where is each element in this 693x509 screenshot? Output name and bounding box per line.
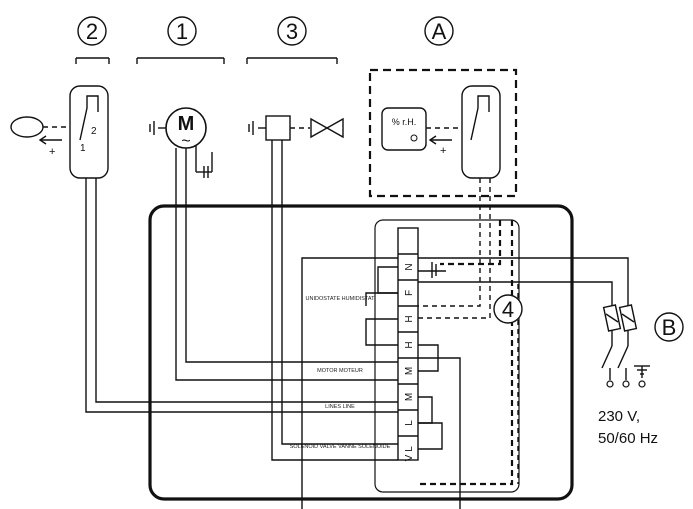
terminal-V: V [404, 454, 415, 461]
terminal-N: N [404, 263, 415, 270]
callout-2: 2 [75, 16, 110, 64]
callout-1-label: 1 [176, 19, 188, 44]
terminal-jumpers-left [365, 266, 398, 346]
fuse-icon [602, 304, 638, 332]
callout-2-label: 2 [86, 19, 98, 44]
thermostat-sensor-icon: + [10, 116, 78, 158]
supply-voltage: 230 V, [598, 408, 640, 425]
switch-terminal-1: 1 [80, 143, 86, 154]
switch-terminal-2: 2 [91, 126, 97, 137]
unit-enclosure [148, 204, 574, 501]
wires-humidistat [418, 178, 502, 319]
wires-thermostat [85, 178, 398, 413]
terminal-M-2: M [404, 393, 415, 401]
callout-3-label: 3 [286, 19, 298, 44]
callout-4: 4 [493, 294, 523, 324]
motor-ac-symbol: ~ [181, 133, 190, 150]
callout-1: 1 [136, 16, 225, 64]
callout-A-label: A [432, 19, 447, 44]
humidistat-accessory: % r.H. + [368, 68, 518, 198]
ground-icon [634, 365, 650, 388]
terminal-F: F [404, 290, 415, 296]
terminal-L-1: L [404, 420, 415, 426]
capacitor-icon [203, 166, 209, 178]
callout-B: B [654, 312, 684, 342]
motor-icon: M ~ [149, 107, 213, 173]
callout-B-label: B [662, 315, 677, 340]
label-motor: MOTOR MOTEUR [317, 368, 363, 374]
solenoid-valve-icon [248, 115, 344, 141]
terminal-jumpers-right [418, 262, 446, 450]
terminal-L-2: L [404, 446, 415, 452]
thermostat-switch: 2 1 [69, 85, 109, 179]
wires-valve [271, 140, 398, 461]
mains-switch-icon [601, 330, 630, 388]
plus-sign-right: + [440, 145, 446, 157]
terminal-labels: UNIDOSTATE HUMIDISTAT MOTOR MOTEUR LINES… [290, 296, 391, 450]
supply-frequency: 50/60 Hz [598, 430, 658, 447]
terminal-strip: N F H H M M L L V [397, 227, 419, 461]
wires-motor [175, 148, 398, 381]
terminal-M-1: M [404, 367, 415, 375]
callout-3: 3 [246, 16, 338, 64]
label-lines: LINES LINE [325, 404, 355, 410]
callout-A: A [424, 16, 454, 46]
plus-sign-left: + [49, 146, 55, 158]
wires-supply [418, 257, 629, 306]
humidistat-label: % r.H. [392, 117, 417, 127]
motor-symbol: M [178, 113, 195, 135]
label-valve: SOLENOID VALVE VANNE SOLENOIDE [290, 444, 391, 450]
terminal-compartment [374, 219, 520, 493]
terminal-H-1: H [404, 315, 415, 322]
wires-dashed-bottom [420, 220, 519, 486]
callout-4-label: 4 [502, 297, 514, 322]
terminal-H-2: H [404, 341, 415, 348]
wires-bottom [301, 257, 461, 509]
label-humidistat-contact: UNIDOSTATE HUMIDISTAT [306, 296, 376, 302]
